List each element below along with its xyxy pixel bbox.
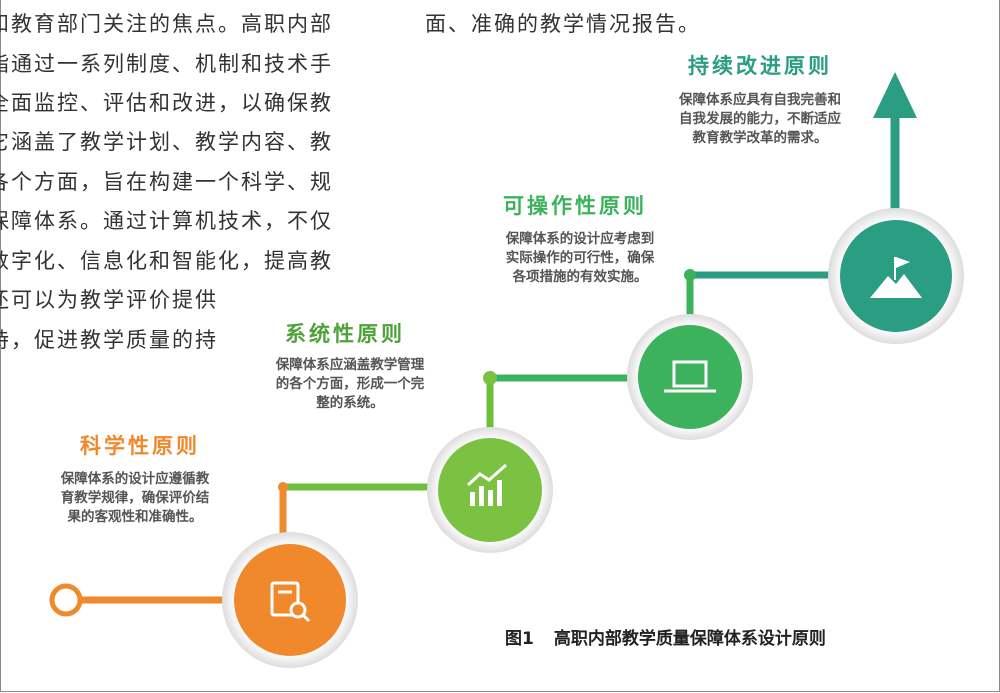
body-text-left: 和教育部门关注的焦点。高职内部 指通过一系列制度、机制和技术手 全面监控、评估和… <box>0 8 348 358</box>
laptop-icon <box>664 360 716 393</box>
node-scientific <box>222 532 358 668</box>
arrow-up-icon <box>873 72 917 118</box>
principle-desc-scientific: 保障体系的设计应遵循教育教学规律，确保评价结果的客观性和准确性。 <box>60 471 210 525</box>
principle-title-improvement: 持续改进原则 <box>688 53 832 78</box>
body-text-right: 面、准确的教学情况报告。 <box>425 12 701 36</box>
text-line: 持，促进教学质量的持 <box>0 328 218 352</box>
text-line: 和教育部门关注的焦点。高职内部 <box>0 12 333 36</box>
growth-chart-icon <box>466 463 507 506</box>
figure-title: 高职内部教学质量保障体系设计原则 <box>553 629 826 649</box>
text-line: 它涵盖了教学计划、教学内容、教 <box>0 130 333 154</box>
principle-title-scientific: 科学性原则 <box>80 433 200 458</box>
text-line: 还可以为教学评价提供 <box>0 288 218 312</box>
search-document-icon <box>270 581 311 623</box>
mountain-flag-icon <box>870 257 922 298</box>
principle-desc-systematic: 保障体系应涵盖教学管理的各个方面，形成一个完整的系统。 <box>275 357 425 411</box>
text-line: 各个方面，旨在构建一个科学、规 <box>0 170 333 194</box>
connector-orange <box>49 487 287 617</box>
principle-title-systematic: 系统性原则 <box>285 321 405 346</box>
figure-caption: 图1 高职内部教学质量保障体系设计原则 <box>505 624 846 649</box>
text-line: 保障体系。通过计算机技术，不仅 <box>0 209 333 233</box>
text-line: 指通过一系列制度、机制和技术手 <box>0 52 333 76</box>
principle-desc-operability: 保障体系的设计应考虑到实际操作的可行性，确保各项措施的有效实施。 <box>505 231 655 285</box>
text-line: 全面监控、评估和改进，以确保教 <box>0 91 333 115</box>
principle-desc-improvement: 保障体系应具有自我完善和自我发展的能力，不断适应教育教学改革的需求。 <box>679 92 841 146</box>
node-systematic <box>427 427 553 553</box>
figure-label: 图1 <box>505 629 534 649</box>
text-line: 数字化、信息化和智能化，提高教 <box>0 249 333 273</box>
node-operability <box>627 314 753 440</box>
node-improvement <box>828 208 964 344</box>
connector-teal <box>684 72 917 281</box>
principle-title-operability: 可操作性原则 <box>503 193 647 218</box>
